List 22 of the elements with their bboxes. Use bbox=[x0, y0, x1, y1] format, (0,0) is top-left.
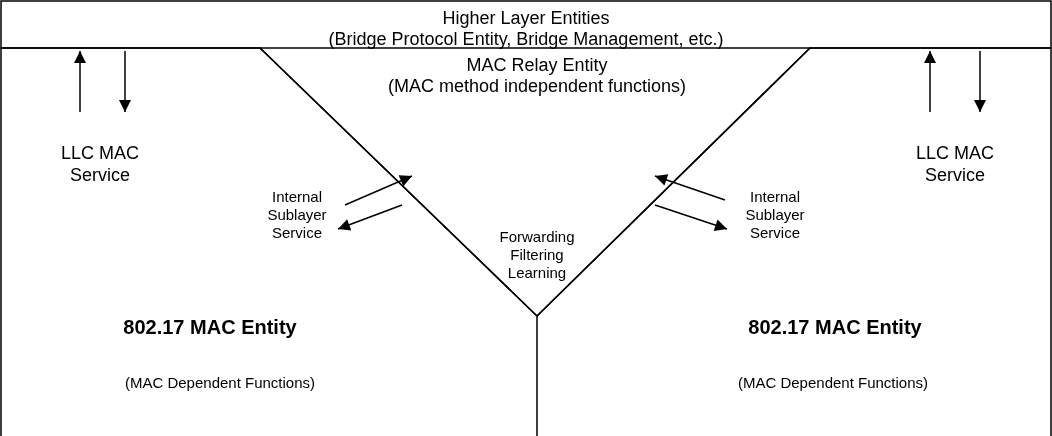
function-note: (MAC Dependent Functions) bbox=[736, 374, 930, 392]
arrow bbox=[344, 175, 413, 206]
arrow bbox=[654, 204, 728, 231]
band-title: Higher Layer Entities bbox=[441, 8, 611, 30]
band-subtitle: (Bridge Protocol Entity, Bridge Management, etc.) bbox=[327, 29, 725, 51]
entity-title: 802.17 MAC Entity bbox=[122, 315, 298, 339]
service-label: LLC MAC Service bbox=[915, 143, 995, 187]
relay-subtitle: (MAC method independent functions) bbox=[386, 76, 688, 98]
arrow bbox=[337, 204, 403, 231]
function-list: Forwarding Filtering Learning bbox=[497, 228, 577, 282]
arrow bbox=[74, 50, 86, 113]
function-note: (MAC Dependent Functions) bbox=[123, 374, 317, 392]
service-label: LLC MAC Service bbox=[60, 143, 140, 187]
arrow bbox=[119, 50, 131, 113]
service-label: Internal Sublayer Service bbox=[266, 188, 328, 242]
arrow bbox=[654, 174, 726, 201]
layer-band bbox=[0, 0, 1052, 49]
service-label: Internal Sublayer Service bbox=[744, 188, 806, 242]
arrow bbox=[924, 50, 936, 113]
arrow bbox=[974, 50, 986, 113]
relay-title: MAC Relay Entity bbox=[465, 55, 609, 77]
entity-title: 802.17 MAC Entity bbox=[747, 315, 923, 339]
